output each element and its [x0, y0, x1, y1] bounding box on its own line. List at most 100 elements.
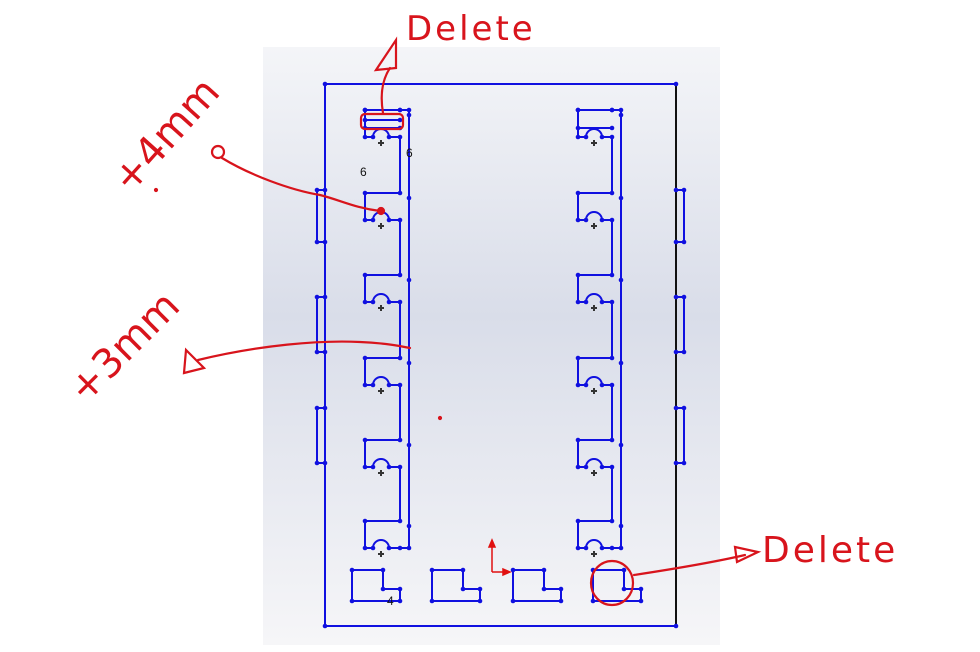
sketch-point[interactable] [583, 464, 589, 470]
sketch-point[interactable] [599, 545, 605, 551]
sketch-point[interactable] [322, 623, 328, 629]
sketch-point[interactable] [397, 545, 403, 551]
sketch-point[interactable] [618, 107, 624, 113]
sketch-point[interactable] [314, 239, 320, 245]
sketch-point[interactable] [397, 107, 403, 113]
sketch-point[interactable] [397, 190, 403, 196]
sketch-point[interactable] [460, 567, 466, 573]
sketch-point[interactable] [322, 294, 328, 300]
sketch-point[interactable] [386, 134, 392, 140]
sketch-point[interactable] [575, 382, 581, 388]
sketch-point[interactable] [362, 545, 368, 551]
sketch-point[interactable] [380, 586, 386, 592]
sketch-point[interactable] [349, 598, 355, 604]
sketch-point[interactable] [380, 567, 386, 573]
sketch-point[interactable] [322, 239, 328, 245]
sketch-point[interactable] [406, 277, 412, 283]
sketch-point[interactable] [609, 437, 615, 443]
sketch-point[interactable] [609, 107, 615, 113]
sketch-point[interactable] [618, 442, 624, 448]
sketch-point[interactable] [397, 355, 403, 361]
right-tab[interactable] [676, 296, 685, 353]
sketch-point[interactable] [397, 518, 403, 524]
center-mark-icon[interactable] [591, 305, 597, 311]
sketch-point[interactable] [575, 545, 581, 551]
sketch-point[interactable] [370, 217, 376, 223]
sketch-point[interactable] [362, 190, 368, 196]
sketch-point[interactable] [618, 277, 624, 283]
sketch-point[interactable] [322, 81, 328, 87]
sketch-point[interactable] [583, 382, 589, 388]
sketch-point[interactable] [609, 134, 615, 140]
sketch-point[interactable] [322, 405, 328, 411]
left-tab[interactable] [316, 189, 325, 243]
sketch-point[interactable] [673, 294, 679, 300]
sketch-point[interactable] [362, 518, 368, 524]
right-tab[interactable] [676, 407, 685, 464]
sketch-point[interactable] [575, 464, 581, 470]
sketch-point[interactable] [362, 437, 368, 443]
sketch-point[interactable] [397, 217, 403, 223]
sketch-point[interactable] [673, 460, 679, 466]
sketch-point[interactable] [477, 598, 483, 604]
sketch-point[interactable] [558, 598, 564, 604]
sketch-point[interactable] [681, 187, 687, 193]
sketch-point[interactable] [362, 117, 368, 123]
sketch-point[interactable] [575, 518, 581, 524]
sketch-point[interactable] [362, 134, 368, 140]
sketch-point[interactable] [673, 405, 679, 411]
sketch-point[interactable] [609, 464, 615, 470]
sketch-point[interactable] [609, 190, 615, 196]
sketch-point[interactable] [575, 355, 581, 361]
sketch-point[interactable] [618, 545, 624, 551]
sketch-point[interactable] [386, 217, 392, 223]
sketch-point[interactable] [362, 464, 368, 470]
sketch-point[interactable] [609, 355, 615, 361]
sketch-point[interactable] [681, 460, 687, 466]
sketch-point[interactable] [575, 125, 581, 131]
center-mark-icon[interactable] [378, 305, 384, 311]
sketch-point[interactable] [681, 239, 687, 245]
sketch-point[interactable] [322, 187, 328, 193]
sketch-point[interactable] [583, 545, 589, 551]
sketch-point[interactable] [370, 134, 376, 140]
sketch-point[interactable] [429, 567, 435, 573]
sketch-point[interactable] [322, 349, 328, 355]
sketch-point[interactable] [583, 299, 589, 305]
sketch-point[interactable] [673, 239, 679, 245]
sketch-point[interactable] [599, 382, 605, 388]
sketch-point[interactable] [386, 545, 392, 551]
sketch-point[interactable] [575, 299, 581, 305]
center-mark-icon[interactable] [591, 140, 597, 146]
center-mark-icon[interactable] [378, 140, 384, 146]
center-mark-icon[interactable] [378, 470, 384, 476]
sketch-point[interactable] [609, 272, 615, 278]
center-mark-icon[interactable] [591, 551, 597, 557]
sketch-point[interactable] [406, 107, 412, 113]
sketch-point[interactable] [510, 567, 516, 573]
dimension-slot-height[interactable]: 6 [360, 165, 367, 179]
sketch-point[interactable] [575, 134, 581, 140]
sketch-point[interactable] [681, 294, 687, 300]
sketch-point[interactable] [397, 382, 403, 388]
sketch-point[interactable] [609, 545, 615, 551]
sketch-point[interactable] [575, 437, 581, 443]
sketch-point[interactable] [583, 134, 589, 140]
sketch-point[interactable] [362, 217, 368, 223]
sketch-point[interactable] [609, 125, 615, 131]
sketch-point[interactable] [397, 134, 403, 140]
dimension-bottom[interactable]: 4 [387, 594, 394, 608]
sketch-point[interactable] [575, 272, 581, 278]
sketch-point[interactable] [322, 460, 328, 466]
sketch-point[interactable] [621, 586, 627, 592]
sketch-point[interactable] [681, 349, 687, 355]
center-mark-icon[interactable] [591, 388, 597, 394]
dimension-slot-width[interactable]: 6 [406, 146, 413, 160]
sketch-point[interactable] [406, 545, 412, 551]
sketch-point[interactable] [397, 598, 403, 604]
sketch-point[interactable] [349, 567, 355, 573]
sketch-point[interactable] [618, 195, 624, 201]
sketch-point[interactable] [673, 349, 679, 355]
sketch-point[interactable] [541, 567, 547, 573]
